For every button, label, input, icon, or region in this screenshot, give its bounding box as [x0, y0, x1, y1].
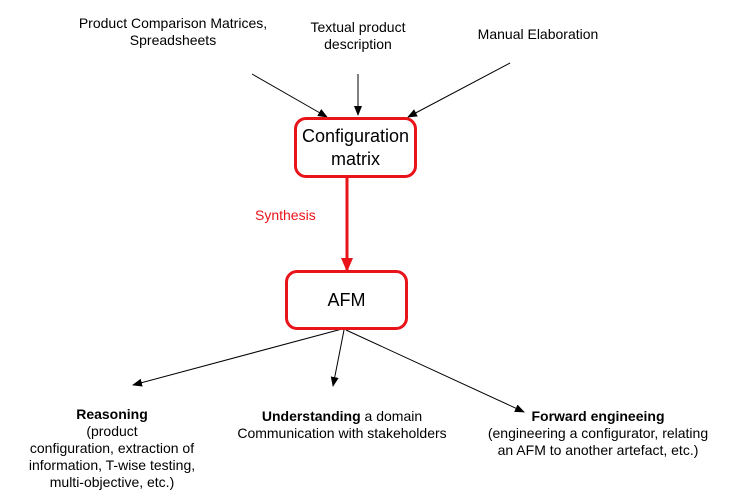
node-config-line2: matrix — [330, 148, 380, 169]
source-textual-line2: description — [324, 36, 392, 52]
arrow-afm-to-reasoning — [132, 328, 343, 387]
source-manual-label: Manual Elaboration — [470, 26, 606, 43]
node-configuration-matrix: Configuration matrix — [294, 117, 417, 178]
output-reasoning-line3: information, T-wise testing, — [28, 457, 196, 473]
output-understanding-line2: Communication with stakeholders — [237, 425, 447, 441]
output-reasoning-line1: (product — [86, 423, 138, 439]
source-pcm-label: Product Comparison Matrices, Spreadsheet… — [78, 15, 268, 49]
output-forward-engineering: Forward engineeing (engineering a config… — [478, 408, 718, 459]
output-reasoning-title: Reasoning — [76, 406, 148, 422]
source-pcm-line2: Spreadsheets — [129, 32, 217, 48]
arrow-afm-to-understanding — [330, 329, 345, 387]
source-pcm-line1: Product Comparison Matrices, — [78, 15, 268, 31]
source-manual-text: Manual Elaboration — [477, 26, 599, 42]
source-textual-label: Textual product description — [298, 19, 418, 53]
output-reasoning-line4: multi-objective, etc.) — [49, 474, 175, 490]
output-forward-line2: an AFM to another artefact, etc.) — [497, 442, 699, 458]
output-understanding-rest: a domain — [360, 408, 423, 424]
node-config-line1: Configuration — [301, 125, 410, 146]
node-afm-label: AFM — [327, 289, 366, 310]
output-reasoning: Reasoning (product configuration, extrac… — [22, 406, 202, 491]
source-textual-line1: Textual product — [310, 19, 406, 35]
output-reasoning-line2: configuration, extraction of — [29, 440, 195, 456]
output-understanding-title: Understanding — [261, 408, 361, 424]
node-afm: AFM — [285, 270, 408, 330]
arrow-pcm-to-config — [251, 73, 328, 118]
edge-label-synthesis: Synthesis — [255, 207, 316, 223]
output-forward-line1: (engineering a configurator, relating — [487, 425, 709, 441]
output-forward-title: Forward engineeing — [531, 408, 665, 424]
arrow-manual-to-config — [407, 62, 511, 118]
arrow-afm-to-forward — [345, 329, 525, 413]
output-understanding: Understanding a domain Communication wit… — [222, 408, 462, 442]
